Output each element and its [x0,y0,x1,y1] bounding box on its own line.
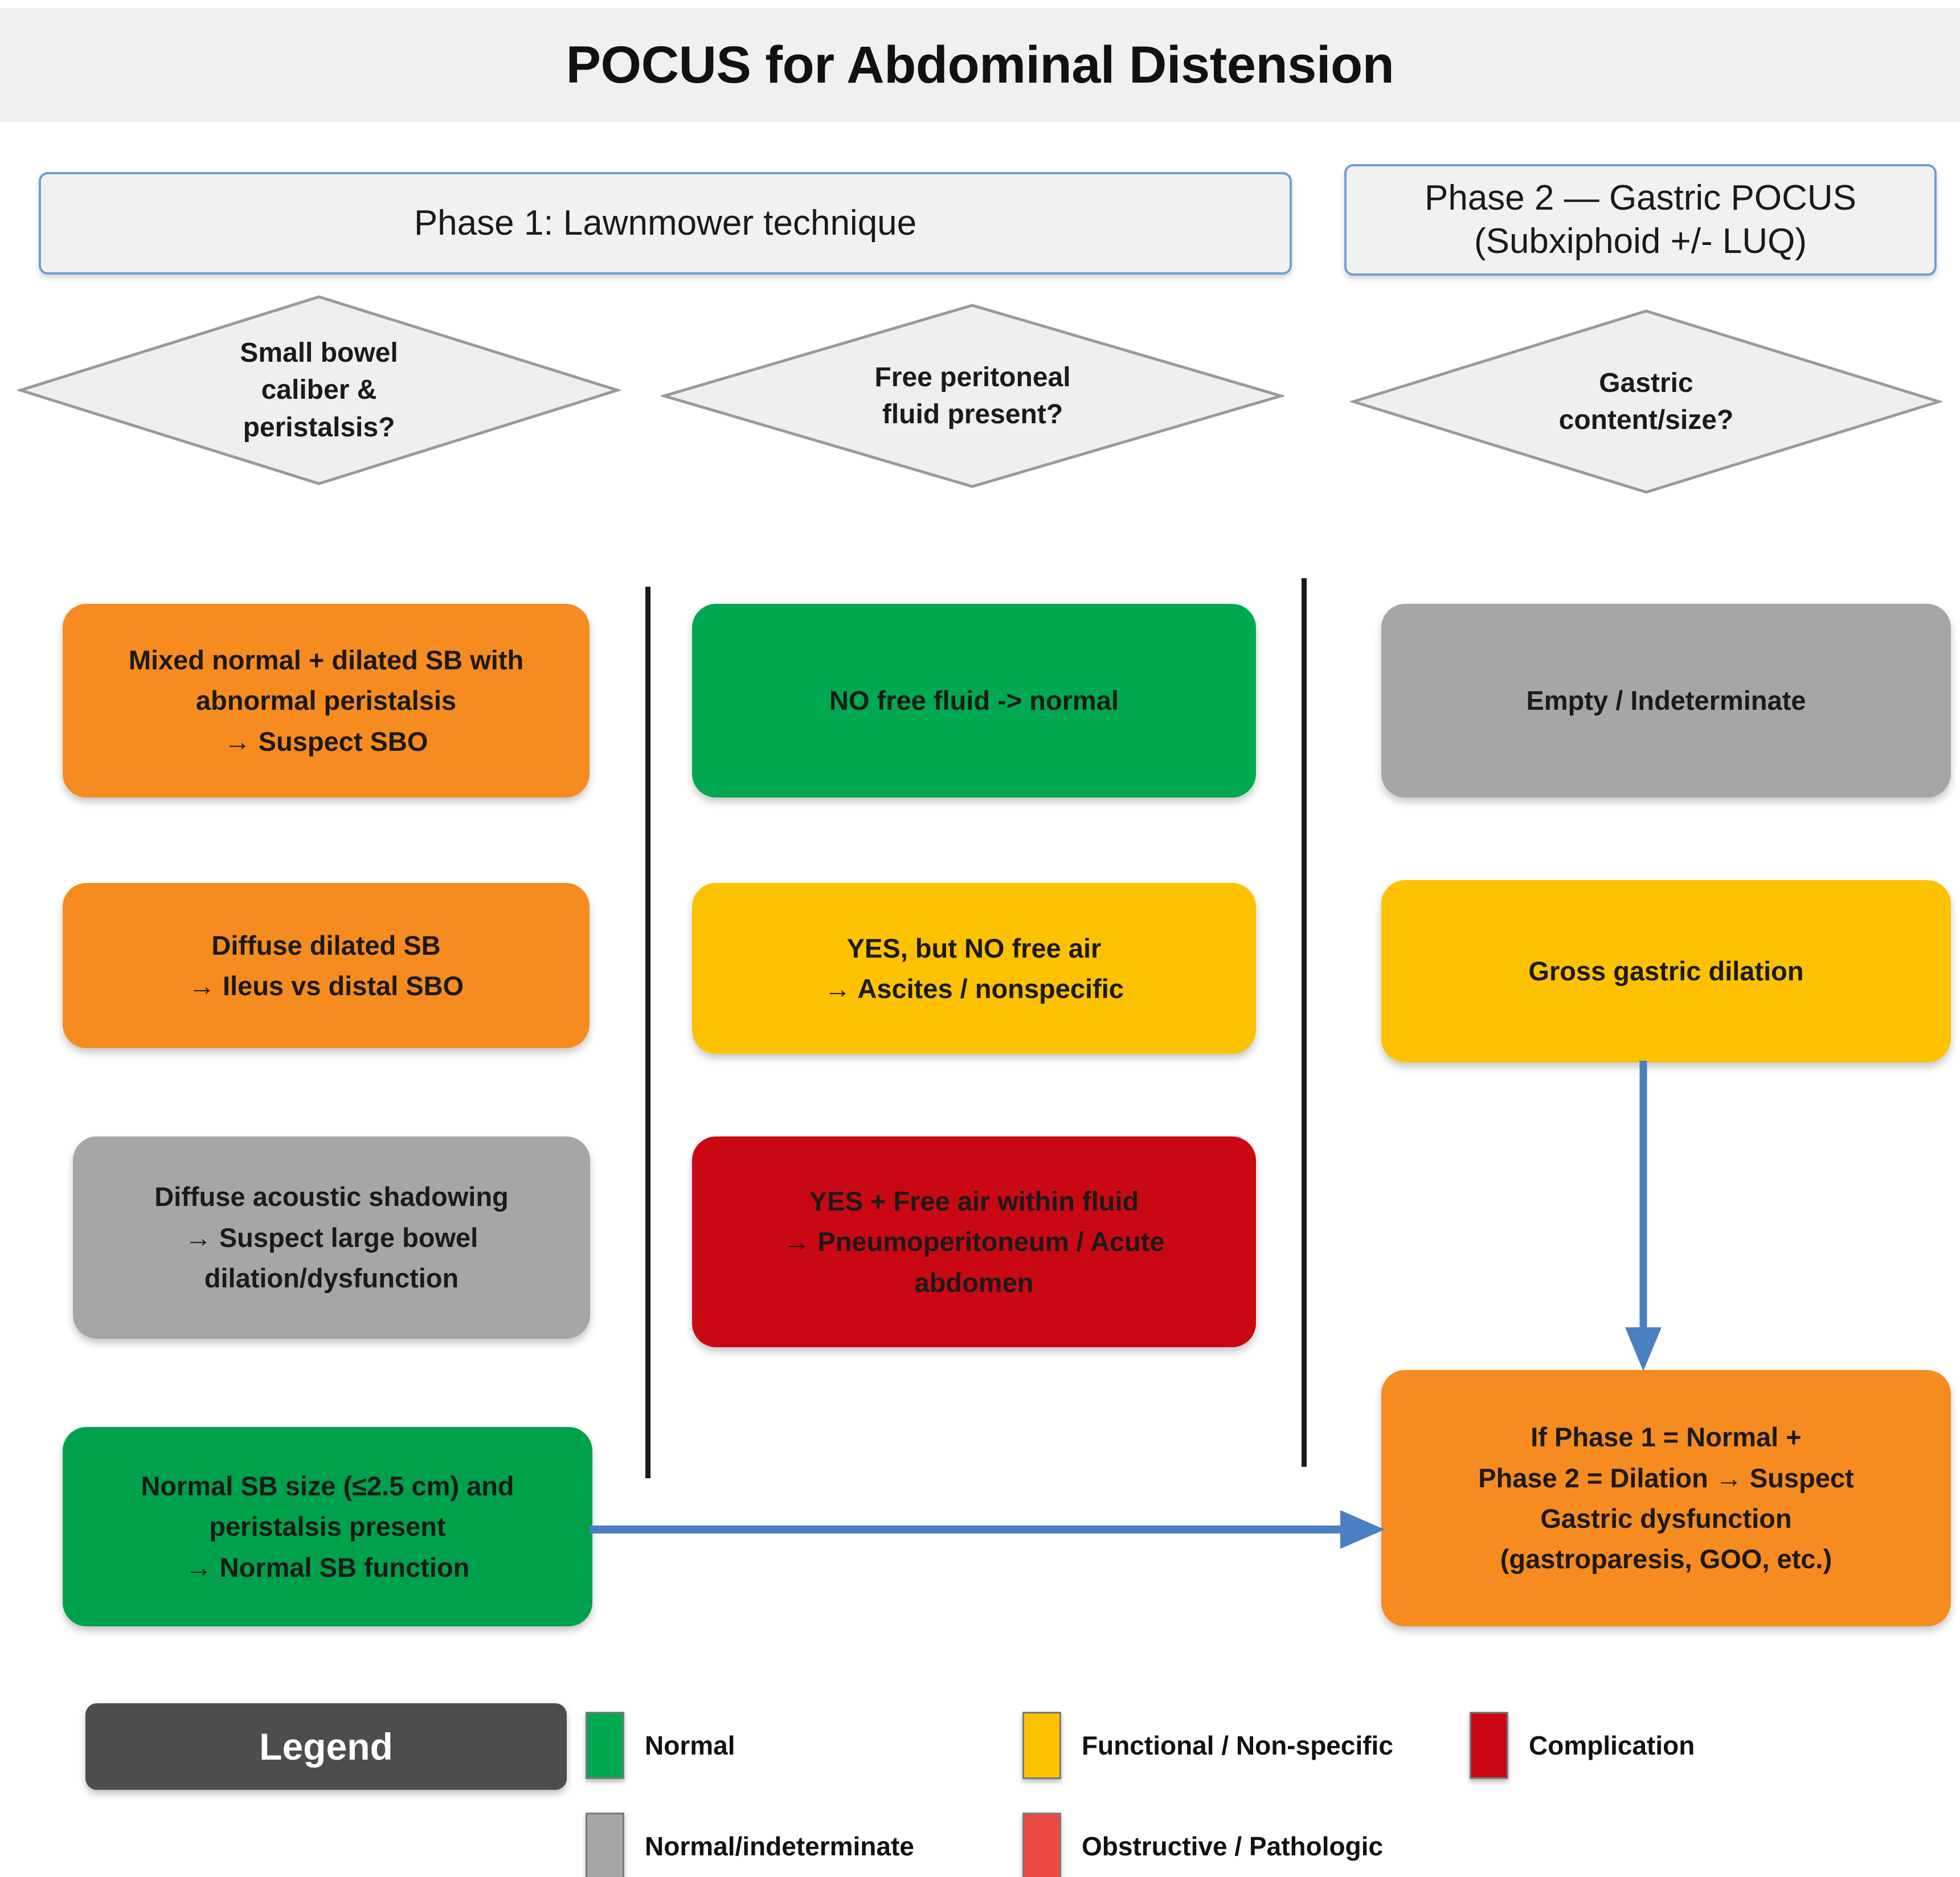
legend-label-normal: Normal [645,1731,735,1760]
legend-label-obstructive: Obstructive / Pathologic [1082,1831,1384,1861]
node-yes-no-free-air: YES, but NO free air → Ascites / nonspec… [692,883,1256,1054]
legend-item-normal: Normal [586,1712,735,1779]
legend-swatch-normal-icon [586,1712,624,1779]
legend-label-functional: Functional / Non-specific [1082,1731,1393,1760]
phase-1-header: Phase 1: Lawnmower technique [39,172,1292,275]
decision-diamond-gastric-label: Gastric content/size? [1558,367,1734,435]
decision-diamond-gastric: Gastric content/size? [1350,308,1942,496]
diamond-shape-icon [1350,309,1942,494]
decision-diamond-small-bowel: Small bowel caliber & peristalsis? [17,293,621,487]
node-diffuse-acoustic-shadowing: Diffuse acoustic shadowing → Suspect lar… [73,1136,590,1339]
phase-2-header-label: Phase 2 — Gastric POCUS (Subxiphoid +/- … [1424,178,1857,261]
node-no-free-fluid-label: NO free fluid -> normal [829,685,1119,716]
column-divider-1 [645,587,650,1478]
decision-diamond-free-fluid: Free peritoneal fluid present? [661,302,1284,490]
column-divider-2 [1302,578,1307,1467]
node-normal-sb-label: Normal SB size (≤2.5 cm) and peristalsis… [141,1470,514,1582]
node-gross-gastric-dilation-label: Gross gastric dilation [1528,956,1804,987]
legend-item-complication: Complication [1470,1712,1695,1779]
node-yes-free-air: YES + Free air within fluid → Pneumoperi… [692,1136,1256,1347]
legend-label-indeterminate: Normal/indeterminate [645,1831,914,1861]
node-diffuse-acoustic-shadowing-label: Diffuse acoustic shadowing → Suspect lar… [154,1181,509,1294]
node-no-free-fluid: NO free fluid -> normal [692,604,1256,798]
decision-diamond-free-fluid-label: Free peritoneal fluid present? [874,362,1071,430]
node-gastric-dysfunction-label: If Phase 1 = Normal + Phase 2 = Dilation… [1478,1422,1854,1575]
node-mixed-dilated-sb-label: Mixed normal + dilated SB with abnormal … [128,644,524,756]
title-banner: POCUS for Abdominal Distension [0,8,1960,122]
node-yes-free-air-label: YES + Free air within fluid → Pneumoperi… [783,1185,1165,1298]
node-diffuse-dilated-sb: Diffuse dilated SB → Ileus vs distal SBO [63,883,590,1048]
node-empty-indeterminate-label: Empty / Indeterminate [1526,685,1806,716]
page-title: POCUS for Abdominal Distension [566,35,1394,94]
phase-1-header-label: Phase 1: Lawnmower technique [414,203,917,243]
phase-2-header: Phase 2 — Gastric POCUS (Subxiphoid +/- … [1344,164,1937,276]
legend-swatch-obstructive-icon [1022,1813,1061,1877]
arrow-down-icon [1625,1061,1662,1371]
arrow-right-icon [590,1510,1385,1549]
decision-diamond-small-bowel-label: Small bowel caliber & peristalsis? [240,338,398,443]
legend-title: Legend [259,1725,393,1768]
node-empty-indeterminate: Empty / Indeterminate [1381,604,1951,798]
node-gross-gastric-dilation: Gross gastric dilation [1381,880,1951,1062]
legend-label-complication: Complication [1529,1731,1695,1760]
legend-swatch-indeterminate-icon [586,1813,624,1877]
legend-swatch-functional-icon [1022,1712,1061,1779]
legend-swatch-complication-icon [1470,1712,1508,1779]
legend-item-functional: Functional / Non-specific [1022,1712,1393,1779]
legend-title-pill: Legend [85,1703,567,1790]
node-gastric-dysfunction: If Phase 1 = Normal + Phase 2 = Dilation… [1381,1370,1951,1626]
diamond-shape-icon [17,295,621,485]
node-normal-sb: Normal SB size (≤2.5 cm) and peristalsis… [63,1427,592,1626]
legend-item-obstructive: Obstructive / Pathologic [1022,1813,1383,1877]
diamond-shape-icon [661,304,1284,488]
node-yes-no-free-air-label: YES, but NO free air → Ascites / nonspec… [824,933,1124,1004]
node-mixed-dilated-sb: Mixed normal + dilated SB with abnormal … [63,604,590,798]
node-diffuse-dilated-sb-label: Diffuse dilated SB → Ileus vs distal SBO [188,930,464,1001]
legend-item-indeterminate: Normal/indeterminate [586,1813,914,1877]
